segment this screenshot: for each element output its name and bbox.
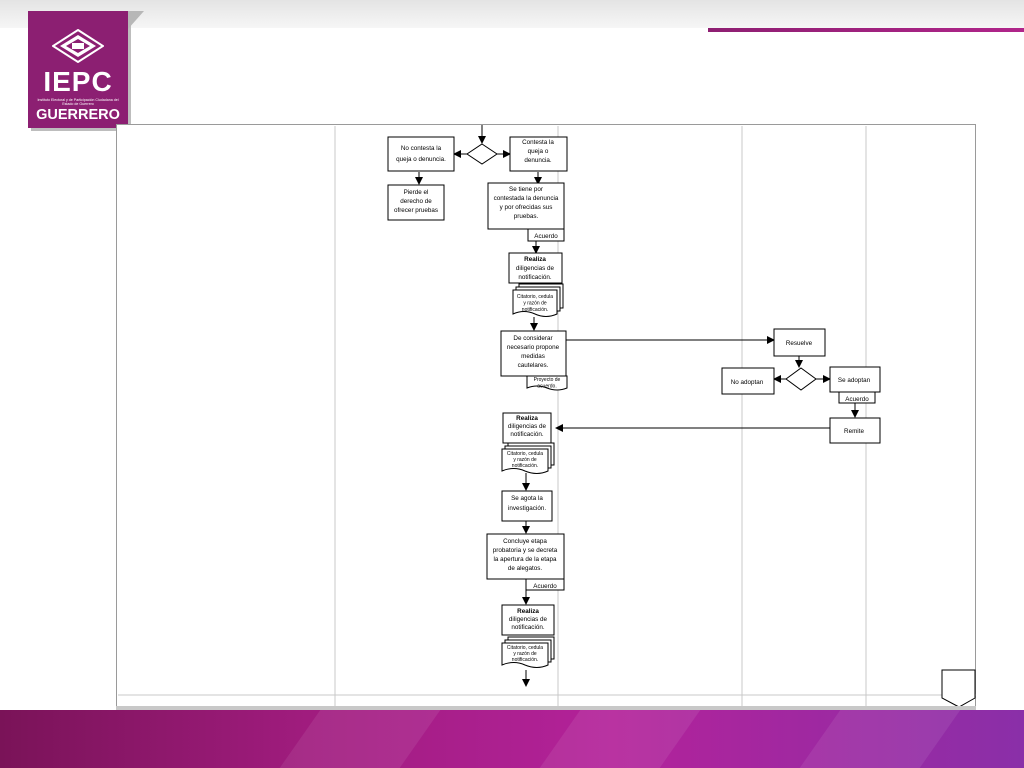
label-acuerdo-1: Acuerdo xyxy=(534,233,558,240)
header-band xyxy=(0,0,1024,28)
label-acuerdo-2: Acuerdo xyxy=(845,396,869,403)
logo-state: GUERRERO xyxy=(36,107,120,123)
box-no-contesta xyxy=(387,136,455,172)
header-accent-line xyxy=(708,28,1024,32)
frame-shadow xyxy=(116,706,976,710)
decision-diamond-contesta xyxy=(466,143,498,165)
emblem-icon xyxy=(52,29,104,63)
logo-fold xyxy=(128,11,144,29)
box-resuelve xyxy=(773,328,826,357)
box-realiza-1 xyxy=(508,252,563,284)
off-page-connector xyxy=(941,669,976,708)
box-remite xyxy=(829,417,881,444)
box-agota xyxy=(501,490,553,522)
box-se-adoptan xyxy=(829,366,881,393)
box-acuerdo-3 xyxy=(525,578,565,591)
label-se-adoptan: Se adoptan xyxy=(838,377,871,384)
box-contesta xyxy=(509,136,568,172)
box-no-adoptan xyxy=(721,367,775,395)
iepc-logo: IEPC Instituto Electoral y de Participac… xyxy=(28,11,128,128)
box-pierde xyxy=(387,184,445,221)
logo-title: IEPC xyxy=(43,66,113,97)
document-proyecto xyxy=(526,375,568,391)
document-stack-1 xyxy=(512,283,564,317)
connectors xyxy=(415,125,859,687)
box-realiza-2 xyxy=(502,412,552,444)
box-acuerdo-1 xyxy=(527,228,565,242)
box-realiza-3 xyxy=(501,604,555,636)
label-no-adoptan: No adoptan xyxy=(731,379,764,386)
box-se-tiene xyxy=(487,182,565,230)
document-stack-2 xyxy=(501,442,555,474)
label-acuerdo-3: Acuerdo xyxy=(533,583,557,590)
box-concluye xyxy=(486,533,565,580)
logo-subtitle: Instituto Electoral y de Participación C… xyxy=(37,98,119,106)
document-stack-3 xyxy=(501,636,555,668)
footer-band xyxy=(0,710,1024,768)
decision-diamond-resuelve xyxy=(785,367,817,391)
box-acuerdo-2 xyxy=(838,391,876,404)
label-resuelve: Resuelve xyxy=(786,340,813,347)
box-considerar xyxy=(500,330,567,377)
label-remite: Remite xyxy=(844,428,864,435)
